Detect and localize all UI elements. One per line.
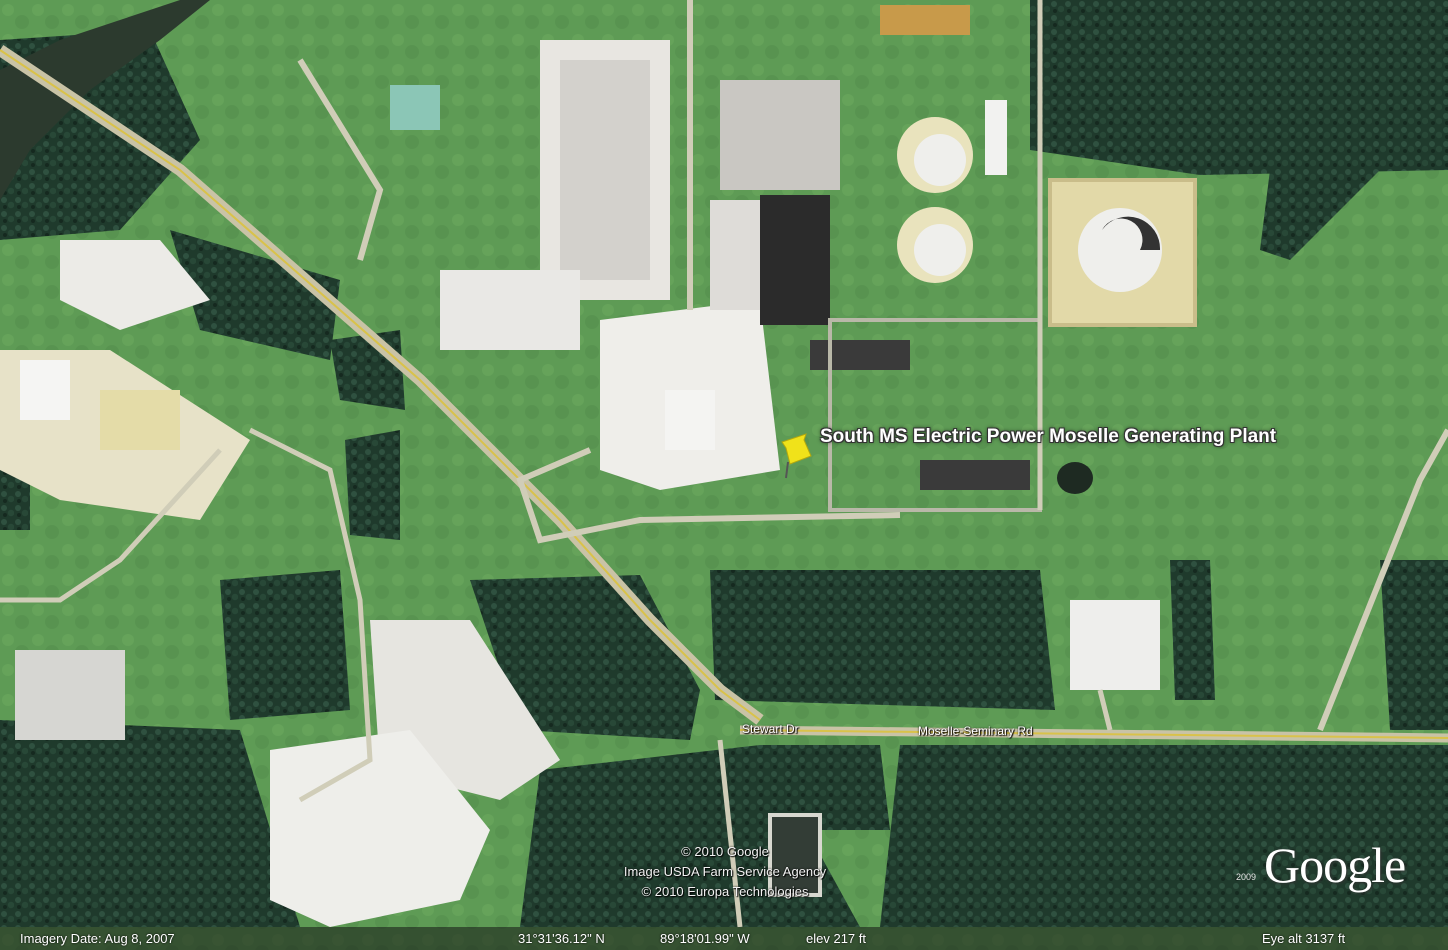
imagery-credits: © 2010 Google Image USDA Farm Service Ag… xyxy=(575,842,875,902)
logo-year: 2009 xyxy=(1236,872,1257,882)
status-bar: Imagery Date: Aug 8, 2007 31°31'36.12" N… xyxy=(0,927,1448,950)
forest-areas xyxy=(0,0,1448,927)
settling-pond xyxy=(768,813,822,897)
pond xyxy=(1057,462,1093,494)
elevation-readout: elev 217 ft xyxy=(806,931,866,946)
imagery-date: Imagery Date: Aug 8, 2007 xyxy=(20,931,175,946)
west-buildings xyxy=(0,85,560,927)
longitude-readout: 89°18'01.99" W xyxy=(660,931,750,946)
google-logo: Google xyxy=(1264,837,1406,893)
credit-line-usda: Image USDA Farm Service Agency xyxy=(623,864,827,879)
river xyxy=(0,0,210,200)
latitude-readout: 31°31'36.12" N xyxy=(518,931,605,946)
pushpin-icon[interactable] xyxy=(781,433,812,479)
road-label-stewart-dr: Stewart Dr xyxy=(742,722,799,736)
place-label[interactable]: South MS Electric Power Moselle Generati… xyxy=(820,426,1277,447)
credit-line-europa: © 2010 Europa Technologies xyxy=(641,884,809,899)
eye-altitude-readout: Eye alt 3137 ft xyxy=(1262,931,1346,946)
road-label-moselle-seminary-rd: Moselle-Seminary Rd xyxy=(918,724,1033,738)
roads xyxy=(0,0,1448,928)
credit-line-google: © 2010 Google xyxy=(681,844,769,859)
